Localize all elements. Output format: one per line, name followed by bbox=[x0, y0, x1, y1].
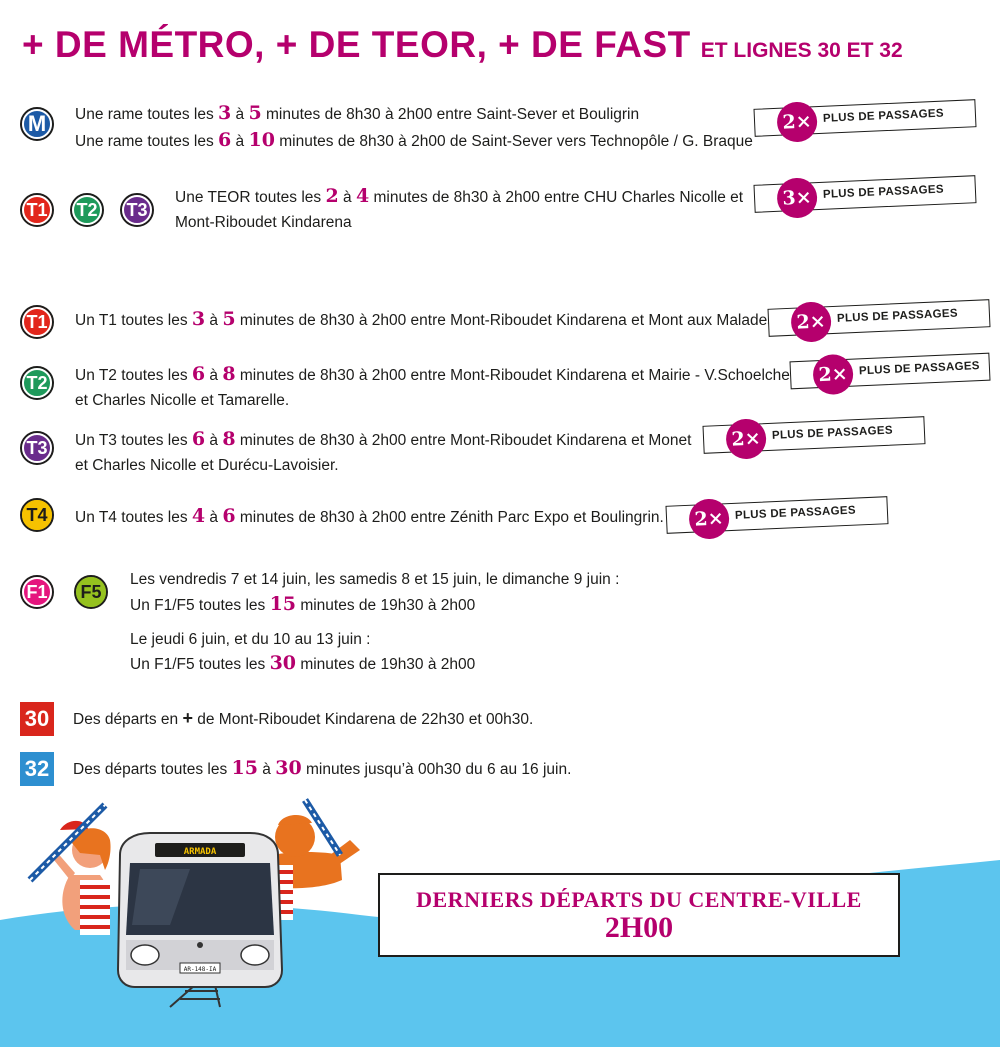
stamp-t3: 2× PLUS DE PASSAGES bbox=[702, 416, 926, 460]
line-30-text: Des départs en + de Mont-Riboudet Kindar… bbox=[73, 708, 534, 728]
line-32-badge: 32 bbox=[20, 752, 54, 786]
line-30-badge: 30 bbox=[20, 702, 54, 736]
bus-plate: AR-148-IA bbox=[184, 966, 217, 973]
title-main: + DE MÉTRO, + DE TEOR, + DE FAST bbox=[22, 24, 691, 65]
stamp-teor-label: PLUS DE PASSAGES bbox=[822, 183, 945, 201]
t4-line: Un T4 toutes les 4 à 6 minutes de 8h30 à… bbox=[75, 505, 664, 527]
fast-p1-line-2: Un F1/F5 toutes les 15 minutes de 19h30 … bbox=[130, 593, 476, 615]
teor-line-2: Mont-Riboudet Kindarena bbox=[175, 214, 352, 231]
fast-p1-line-1: Les vendredis 7 et 14 juin, les samedis … bbox=[130, 571, 620, 588]
last-departures-title: DERNIERS DÉPARTS DU CENTRE-VILLE bbox=[416, 887, 862, 912]
t2-badge: T2 bbox=[20, 366, 54, 400]
t3-line-1: Un T3 toutes les 6 à 8 minutes de 8h30 à… bbox=[75, 428, 692, 450]
stamp-teor-multiplier: 3× bbox=[776, 177, 818, 219]
teor-line-1: Une TEOR toutes les 2 à 4 minutes de 8h3… bbox=[175, 185, 744, 207]
t3-badge: T3 bbox=[20, 431, 54, 465]
t2-line-2: et Charles Nicolle et Tamarelle. bbox=[75, 392, 290, 409]
line-32-text: Des départs toutes les 15 à 30 minutes j… bbox=[73, 757, 572, 779]
f1-badge: F1 bbox=[20, 575, 54, 609]
stamp-t2-multiplier: 2× bbox=[812, 353, 854, 396]
metro-badge-label: M bbox=[27, 111, 47, 136]
stamp-t3-multiplier: 2× bbox=[725, 418, 767, 460]
stamp-metro-multiplier: 2× bbox=[776, 101, 818, 143]
page-title: + DE MÉTRO, + DE TEOR, + DE FAST ET LIGNE… bbox=[22, 24, 903, 66]
stamp-t3-label: PLUS DE PASSAGES bbox=[771, 424, 894, 442]
stamp-t2-label: PLUS DE PASSAGES bbox=[858, 360, 981, 378]
bus-icon: ARMADA AR-148-IA bbox=[116, 832, 284, 988]
last-departures-box: DERNIERS DÉPARTS DU CENTRE-VILLE 2H00 bbox=[378, 873, 900, 957]
stamp-t4-label: PLUS DE PASSAGES bbox=[734, 504, 857, 522]
t3-line-2: et Charles Nicolle et Durécu-Lavoisier. bbox=[75, 457, 339, 474]
bus-destination: ARMADA bbox=[184, 847, 217, 857]
metro-line-1: Une rame toutes les 3 à 5 minutes de 8h3… bbox=[75, 102, 640, 124]
teor-t1-badge: T1 bbox=[20, 193, 54, 227]
stamp-teor: 3× PLUS DE PASSAGES bbox=[753, 175, 977, 219]
t1-badge: T1 bbox=[20, 305, 54, 339]
last-departures-time: 2H00 bbox=[604, 911, 674, 944]
stamp-t4-multiplier: 2× bbox=[688, 498, 730, 540]
stamp-metro-label: PLUS DE PASSAGES bbox=[822, 107, 945, 125]
metro-badge: M bbox=[20, 107, 54, 141]
t4-badge: T4 bbox=[20, 498, 54, 532]
stamp-t1-label: PLUS DE PASSAGES bbox=[836, 307, 959, 325]
f5-badge: F5 bbox=[74, 575, 108, 609]
t1-line: Un T1 toutes les 3 à 5 minutes de 8h30 à… bbox=[75, 308, 775, 330]
left-character-icon bbox=[27, 802, 111, 935]
stamp-t1-multiplier: 2× bbox=[790, 301, 832, 343]
fast-p2-line-2: Un F1/F5 toutes les 30 minutes de 19h30 … bbox=[130, 652, 476, 674]
stamp-t2: 2× PLUS DE PASSAGES bbox=[789, 352, 991, 396]
t2-line-1: Un T2 toutes les 6 à 8 minutes de 8h30 à… bbox=[75, 363, 796, 385]
metro-line-2: Une rame toutes les 6 à 10 minutes de 8h… bbox=[75, 129, 753, 151]
stamp-metro: 2× PLUS DE PASSAGES bbox=[753, 99, 977, 143]
fast-p2-line-1: Le jeudi 6 juin, et du 10 au 13 juin : bbox=[130, 631, 371, 648]
teor-t2-badge: T2 bbox=[70, 193, 104, 227]
teor-t3-badge: T3 bbox=[120, 193, 154, 227]
title-sub: ET LIGNES 30 ET 32 bbox=[700, 39, 903, 62]
stamp-t4: 2× PLUS DE PASSAGES bbox=[665, 496, 889, 540]
bus-illustration: ARMADA AR-148-IA bbox=[27, 798, 360, 1008]
stamp-t1: 2× PLUS DE PASSAGES bbox=[767, 299, 991, 343]
